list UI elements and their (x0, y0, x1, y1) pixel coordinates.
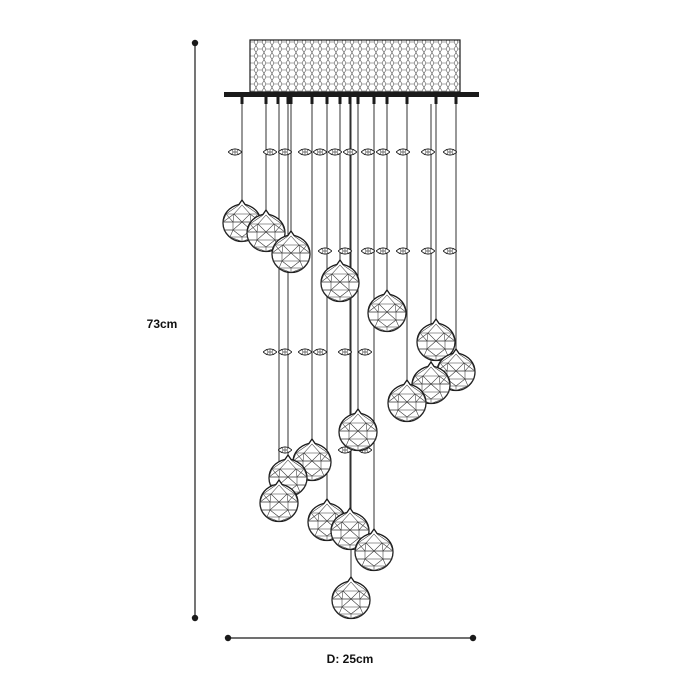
diameter-left-dot (224, 634, 232, 642)
height-bottom-dot (191, 614, 199, 622)
crystal-bead-icon (318, 247, 332, 255)
crystal-bead-icon (313, 148, 327, 156)
hook (405, 97, 409, 104)
height-label: 73cm (147, 317, 178, 331)
hook (356, 97, 360, 104)
hook (348, 97, 352, 104)
crystal-bead-icon (443, 247, 457, 255)
canopy-plate (224, 92, 479, 97)
diameter-right-dot (469, 634, 477, 642)
diameter-label: D: 25cm (327, 652, 374, 666)
canopy (224, 39, 479, 104)
crystal-bead-icon (278, 148, 292, 156)
hook (325, 97, 329, 104)
crystal-globes (222, 199, 476, 620)
crystal-bead-icon (358, 348, 372, 356)
crystal-globe-icon (338, 408, 378, 452)
crystal-globe-icon (331, 576, 371, 620)
crystal-bead-icon (228, 148, 242, 156)
crystal-bead-icon (443, 148, 457, 156)
hook (434, 97, 438, 104)
crystal-bead-icon (278, 348, 292, 356)
crystal-bead-icon (263, 348, 277, 356)
hanging-hooks (240, 97, 458, 104)
hook (240, 97, 244, 104)
hook (385, 97, 389, 104)
suspension-wires (241, 104, 457, 581)
crystal-bead-icon (298, 148, 312, 156)
crystal-bead-icon (343, 148, 357, 156)
hook (454, 97, 458, 104)
crystal-bead-icon (298, 348, 312, 356)
hook (372, 97, 376, 104)
hook (338, 97, 342, 104)
hook (286, 97, 290, 104)
height-dimension: 73cm (147, 39, 199, 622)
diameter-dimension: D: 25cm (224, 634, 477, 666)
hook (289, 97, 293, 104)
hook (310, 97, 314, 104)
crystal-bead-icon (361, 148, 375, 156)
crystal-bead-icon (361, 247, 375, 255)
crystal-bead-icon (263, 148, 277, 156)
crystal-bead-icon (313, 348, 327, 356)
crystal-bead-icon (421, 148, 435, 156)
crystal-bead-icon (376, 247, 390, 255)
crystal-bead-icon (278, 446, 292, 454)
hook (264, 97, 268, 104)
canopy-box (249, 39, 461, 93)
crystal-bead-icon (376, 148, 390, 156)
hook (276, 97, 280, 104)
height-top-dot (191, 39, 199, 47)
crystal-bead-icon (396, 247, 410, 255)
crystal-bead-icon (421, 247, 435, 255)
crystal-bead-icon (396, 148, 410, 156)
